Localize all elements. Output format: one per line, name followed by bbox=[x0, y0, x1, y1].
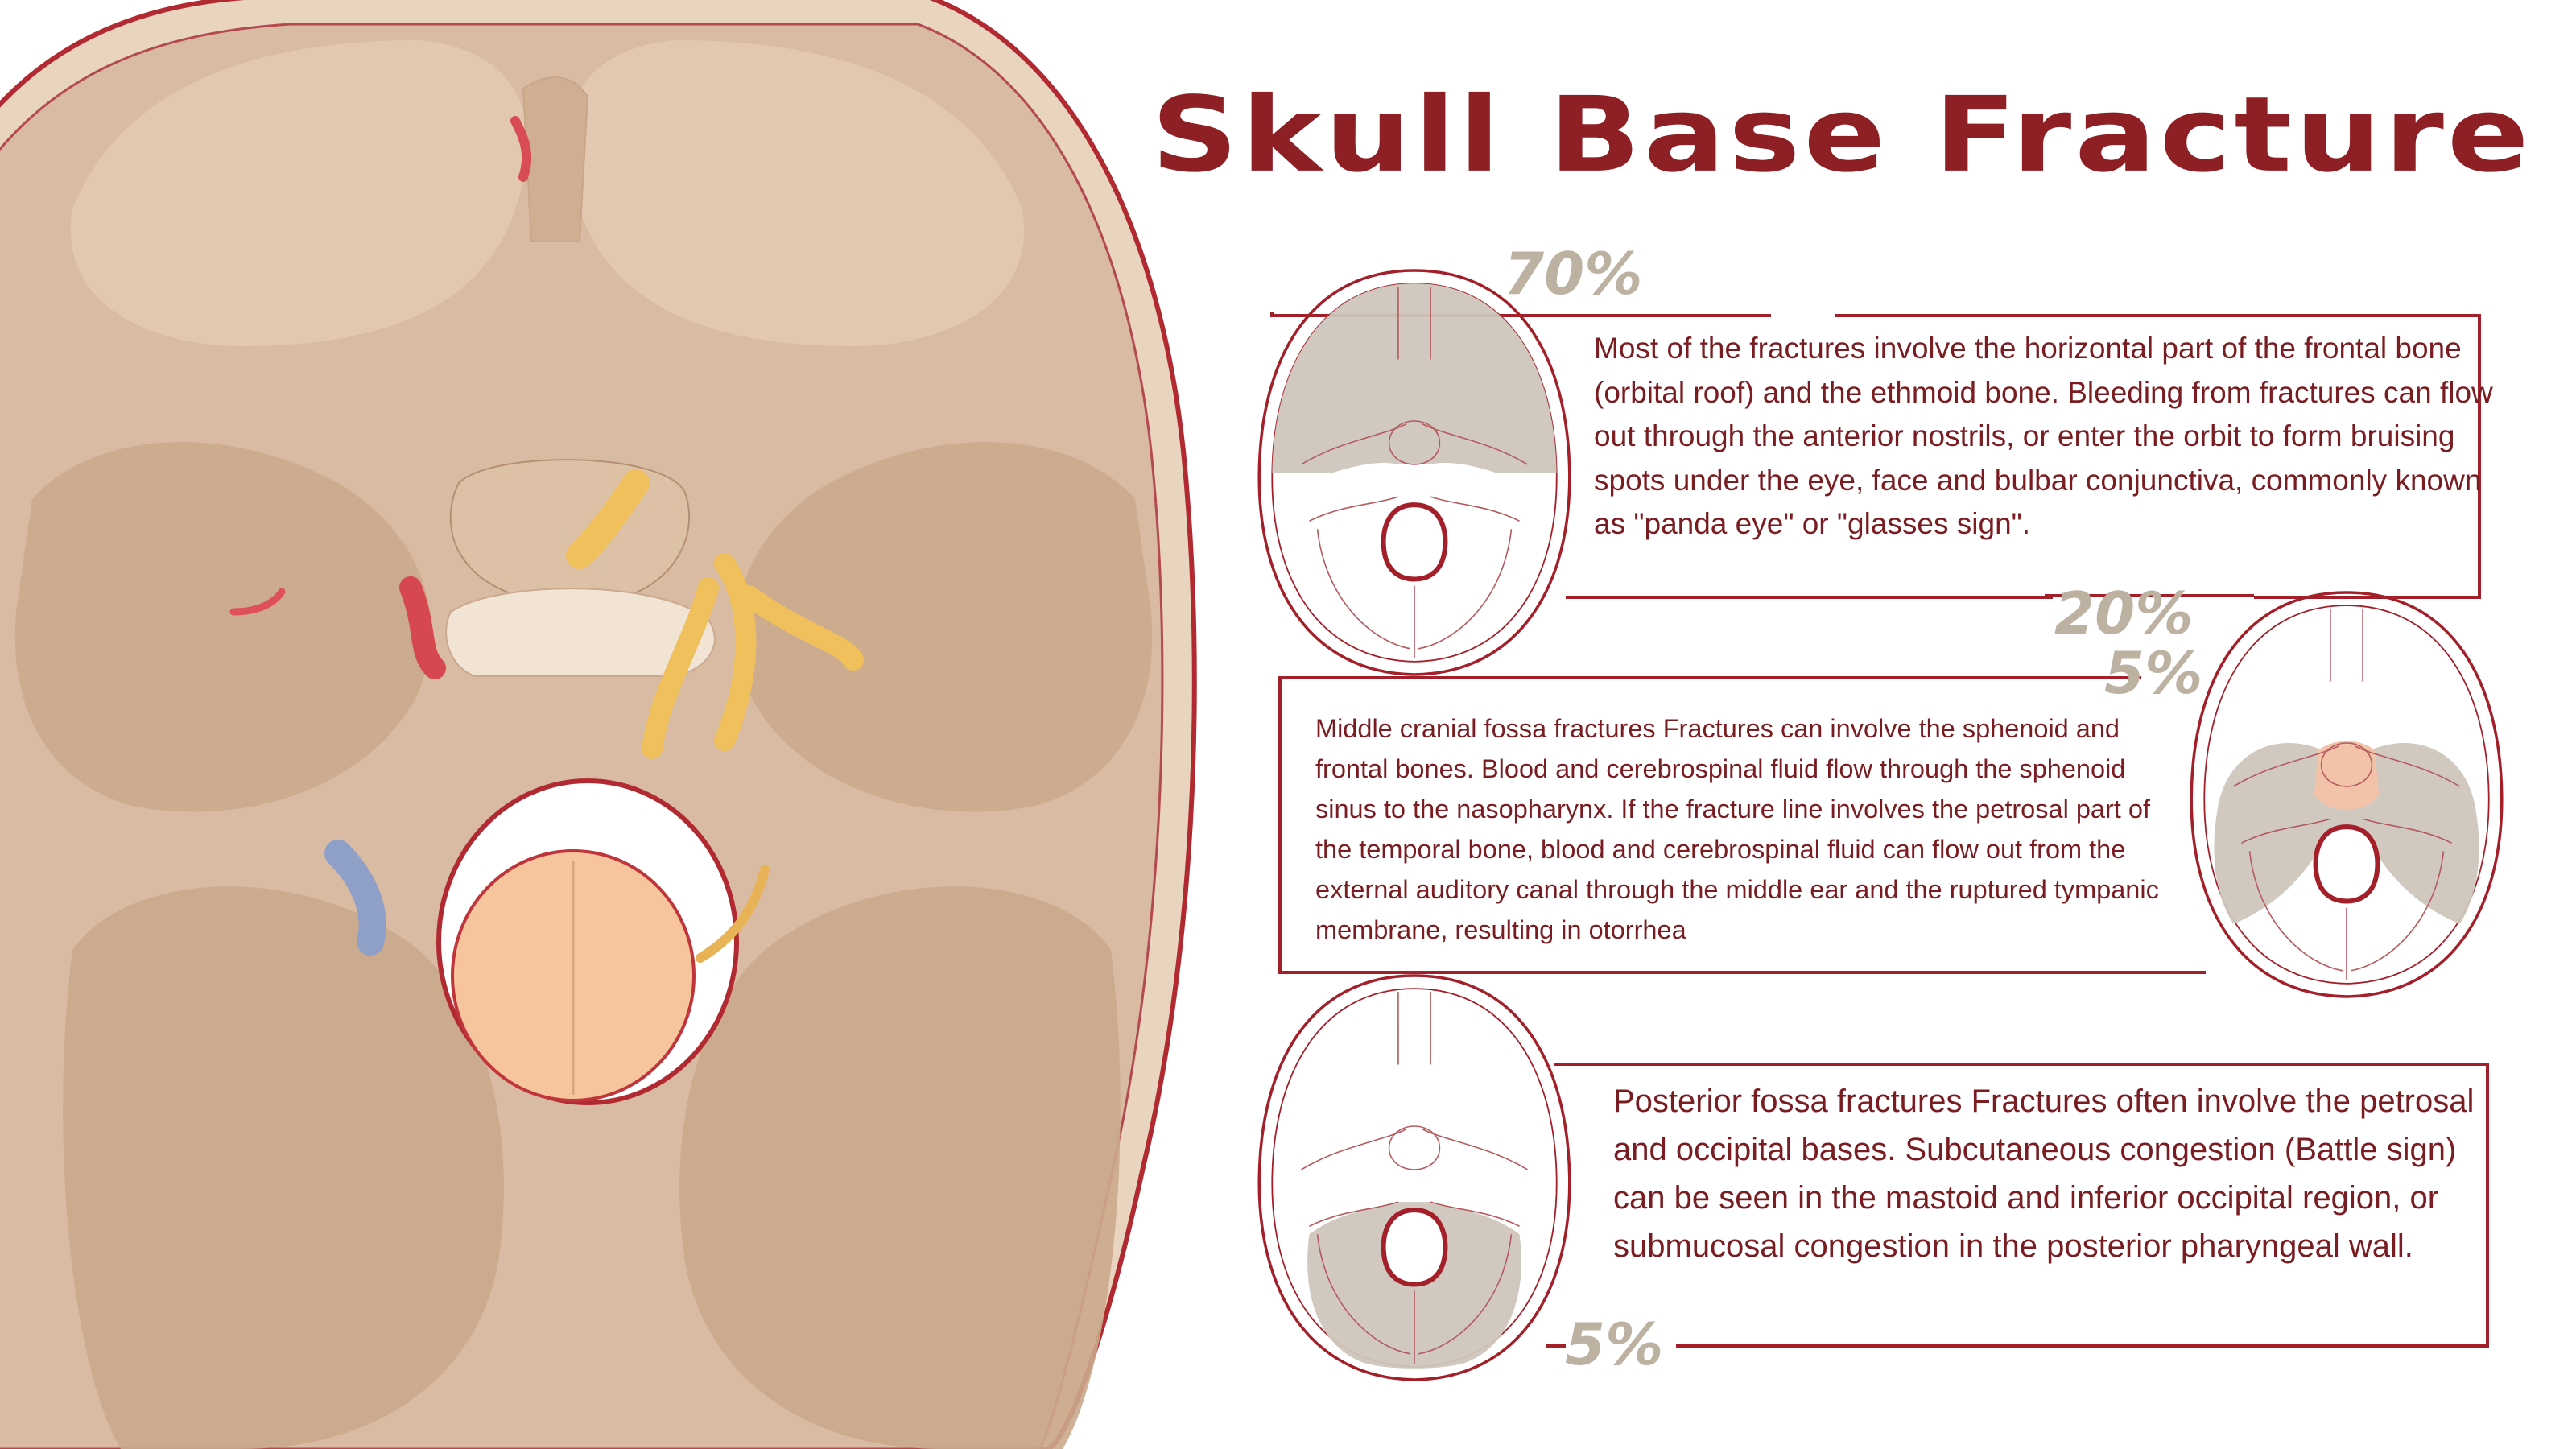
anterior-percent: 70% bbox=[1504, 240, 1643, 308]
middle-percent-secondary: 5% bbox=[2104, 639, 2203, 707]
posterior-percent: 5% bbox=[1565, 1311, 1664, 1378]
posterior-description: Posterior fossa fractures Fractures ofte… bbox=[1613, 1084, 2475, 1264]
page-title: Skull Base Fracture bbox=[1151, 75, 2533, 196]
posterior-section bbox=[1259, 976, 2489, 1380]
anterior-description: Most of the fractures involve the horizo… bbox=[1594, 332, 2493, 540]
internal-carotid-artery bbox=[399, 576, 446, 679]
trigeminal-nerve bbox=[642, 553, 864, 759]
middle-percent: 20% bbox=[2054, 580, 2194, 647]
middle-section bbox=[1278, 592, 2502, 997]
jugular-vein bbox=[324, 840, 386, 956]
optic-nerve bbox=[566, 469, 650, 569]
anterior-section bbox=[1259, 270, 2481, 675]
skull-base-illustration bbox=[0, 0, 1197, 1449]
sella-highlight bbox=[2314, 741, 2380, 810]
anterior-fossa-highlight bbox=[1272, 283, 1557, 473]
middle-description: Middle cranial fossa fractures Fractures… bbox=[1315, 714, 2159, 944]
